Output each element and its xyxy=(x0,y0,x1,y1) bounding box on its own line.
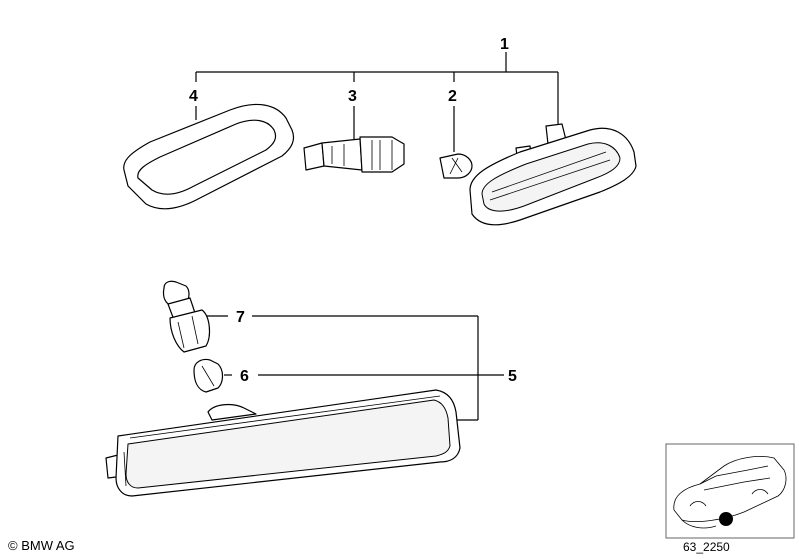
callout-6: 6 xyxy=(240,368,249,385)
part-5-side-marker xyxy=(105,389,461,497)
part-7-bulb-holder xyxy=(162,280,211,353)
leader-lines-bottom xyxy=(206,315,504,421)
part-1-side-repeater xyxy=(469,123,637,226)
callout-5: 5 xyxy=(508,368,517,385)
callout-7: 7 xyxy=(236,309,245,326)
callout-2: 2 xyxy=(448,88,457,105)
callout-4: 4 xyxy=(189,88,198,105)
part-3-bulb-socket xyxy=(303,136,405,173)
diagram-id-label: 63_2250 xyxy=(683,540,730,554)
callout-3: 3 xyxy=(348,88,357,105)
copyright-label: © BMW AG xyxy=(8,538,75,553)
locator-thumbnail xyxy=(665,443,795,539)
part-4-gasket xyxy=(123,103,295,210)
locator-marker xyxy=(719,512,733,526)
part-2-wedge-bulb xyxy=(439,153,473,179)
callout-1: 1 xyxy=(500,36,509,53)
part-6-bulb xyxy=(193,358,224,393)
leader-lines-top xyxy=(195,52,559,152)
